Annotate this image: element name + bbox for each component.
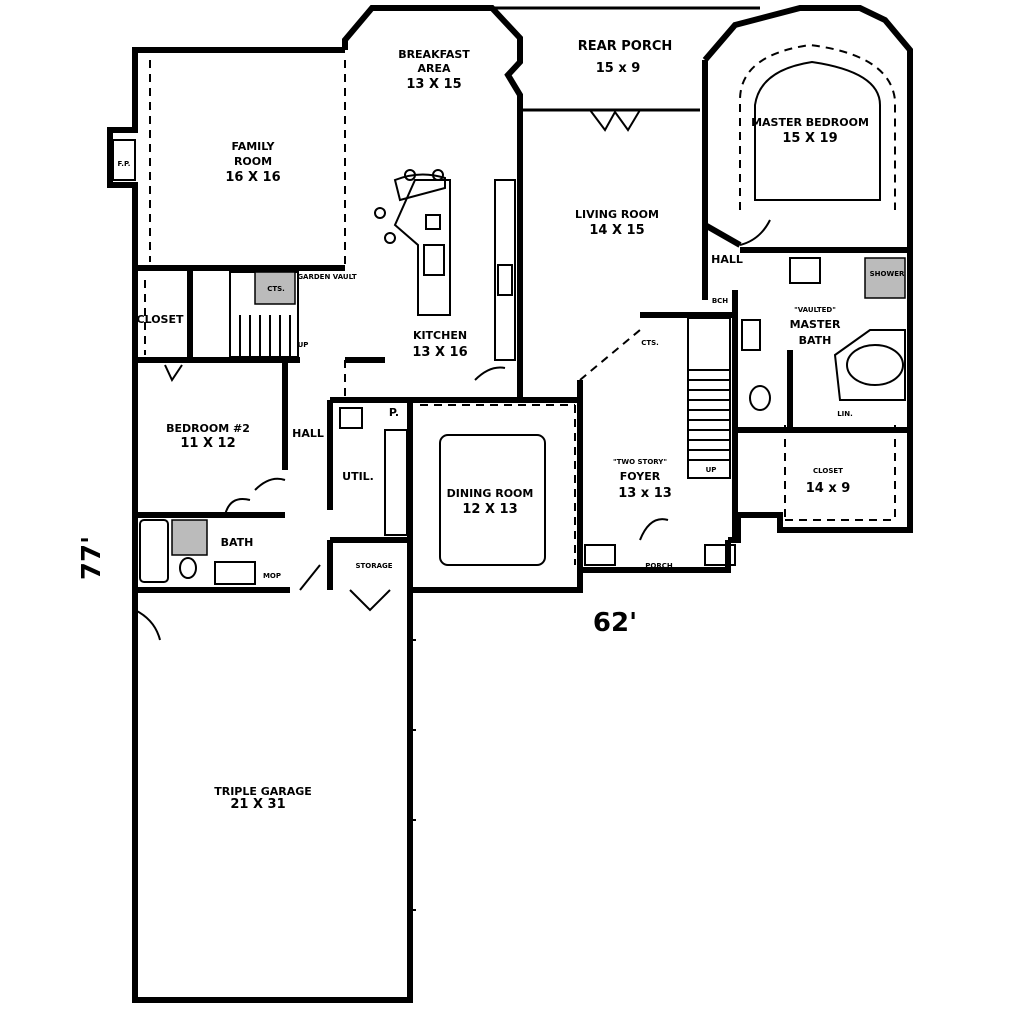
hall-right-label: HALL [711,253,743,266]
overall-dimensions: 62' 77' [77,536,637,638]
master-closet-dim: 14 x 9 [806,481,851,496]
master-bedroom-name: MASTER BEDROOM [751,116,869,129]
depth-dimension: 77' [77,536,107,580]
rear-porch-name: REAR PORCH [578,39,673,54]
fixtures [112,139,906,585]
dining-room-name: DINING ROOM [447,487,534,500]
garage-markers [410,639,416,911]
interior-walls [135,120,910,593]
master-closet-name: CLOSET [813,467,843,475]
garden-vault-label: GARDEN VAULT [297,273,357,281]
dining-room-dim: 12 X 13 [462,502,517,517]
kitchen-name: KITCHEN [413,329,467,342]
garage-name: TRIPLE GARAGE [214,785,312,798]
cts-right-label: CTS. [641,339,659,347]
storage-label: STORAGE [355,562,392,570]
foyer-name: FOYER [620,470,661,483]
fireplace-label: F.P. [118,160,131,168]
family-room-dim: 16 X 16 [225,170,280,185]
width-dimension: 62' [593,608,637,638]
living-room-dim: 14 X 15 [589,223,644,238]
right-stairs [687,317,731,479]
master-bath-name1: MASTER [790,318,841,331]
mop-label: MOP [263,572,281,580]
closet-label: CLOSET [137,313,184,326]
left-stairs [229,271,299,358]
bath-label: BATH [221,536,254,549]
kitchen-dim: 13 X 16 [412,345,467,360]
family-room-name2: ROOM [234,155,272,168]
bedroom2-dim: 11 X 12 [180,436,235,451]
living-room-name: LIVING ROOM [575,208,659,221]
dashed-lines [144,43,896,565]
up-left-label: UP [298,341,309,349]
foyer-note: "TWO STORY" [613,458,667,466]
shower-label: SHOWER [870,270,905,278]
porch-label: PORCH [645,562,673,570]
linen-label: LIN. [837,410,853,418]
master-bedroom-dim: 15 X 19 [782,131,837,146]
bedroom2-name: BEDROOM #2 [166,422,250,435]
up-right-label: UP [706,466,717,474]
hall-left-label: HALL [292,427,324,440]
bench-label: BCH [712,297,728,305]
garage-dim: 21 X 31 [230,797,285,812]
master-bath-name2: BATH [799,334,832,347]
pantry-label: P. [389,406,399,419]
room-labels: BREAKFAST AREA 13 X 15 REAR PORCH 15 x 9… [166,39,869,812]
breakfast-dim: 13 X 15 [406,77,461,92]
cts-left-label: CTS. [267,285,285,293]
family-room-name1: FAMILY [231,140,275,153]
doors [134,61,771,641]
breakfast-name2: AREA [417,62,450,75]
util-label: UTIL. [342,470,374,483]
rear-porch-dim: 15 x 9 [596,61,641,76]
minor-labels: CLOSET HALL HALL UTIL. P. BATH MOP STORA… [118,160,905,580]
foyer-dim: 13 x 13 [618,486,672,501]
breakfast-name1: BREAKFAST [398,48,470,61]
master-bath-note: "VAULTED" [794,306,836,314]
